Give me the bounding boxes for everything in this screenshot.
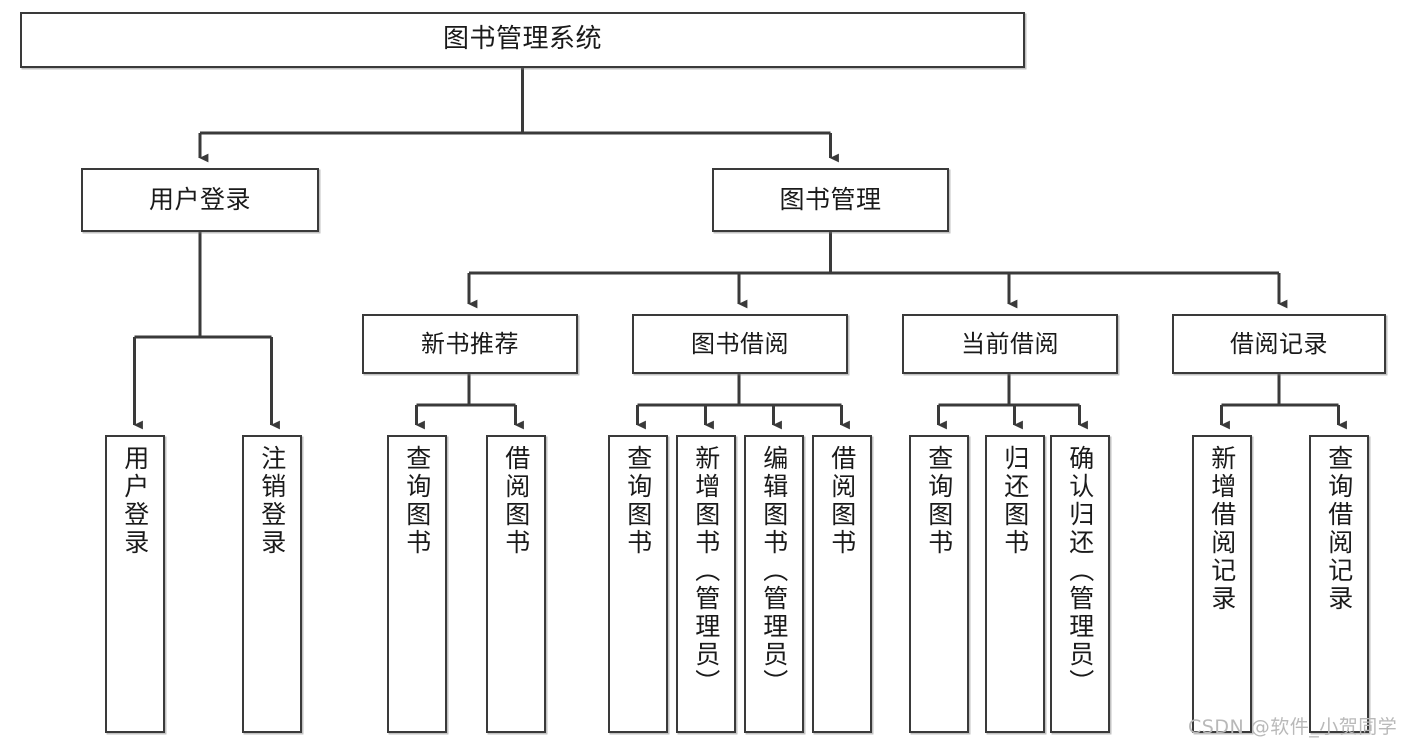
leaf-node-borrow-book-label: 借阅图书 <box>827 445 857 557</box>
leaf-node-query-book-current[interactable]: 查询图书 <box>909 435 969 733</box>
leaf-node-borrow-book-recommend-label: 借阅图书 <box>501 445 531 557</box>
leaf-node-query-book-recommend-label: 查询图书 <box>402 445 432 557</box>
node-book-borrow-label: 图书借阅 <box>691 329 789 358</box>
node-current-borrow[interactable]: 当前借阅 <box>902 314 1118 374</box>
node-borrow-record-label: 借阅记录 <box>1230 329 1328 358</box>
node-borrow-record[interactable]: 借阅记录 <box>1172 314 1386 374</box>
leaf-node-confirm-return-admin[interactable]: 确认归还（管理员） <box>1050 435 1110 733</box>
leaf-node-edit-book-admin-label: 编辑图书（管理员） <box>759 445 789 697</box>
leaf-node-query-book-recommend[interactable]: 查询图书 <box>387 435 447 733</box>
leaf-node-query-borrow-record-label: 查询借阅记录 <box>1324 445 1354 613</box>
leaf-node-user-login[interactable]: 用户登录 <box>105 435 165 733</box>
node-book-management[interactable]: 图书管理 <box>712 168 949 232</box>
node-book-management-label: 图书管理 <box>779 185 882 214</box>
leaf-node-add-book-admin[interactable]: 新增图书（管理员） <box>676 435 736 733</box>
leaf-node-return-book[interactable]: 归还图书 <box>985 435 1045 733</box>
node-new-book-recommend-label: 新书推荐 <box>421 329 519 358</box>
leaf-node-query-book-current-label: 查询图书 <box>924 445 954 557</box>
csdn-watermark: CSDN @软件_小贺同学 <box>1188 716 1398 738</box>
leaf-node-confirm-return-admin-label: 确认归还（管理员） <box>1065 445 1095 697</box>
node-root-system-label: 图书管理系统 <box>442 24 602 55</box>
leaf-node-logout-label: 注销登录 <box>257 445 287 557</box>
leaf-node-user-login-label: 用户登录 <box>120 445 150 557</box>
leaf-node-query-book-borrow[interactable]: 查询图书 <box>608 435 668 733</box>
leaf-node-query-borrow-record[interactable]: 查询借阅记录 <box>1309 435 1369 733</box>
node-new-book-recommend[interactable]: 新书推荐 <box>362 314 578 374</box>
node-user-login-label: 用户登录 <box>148 185 251 214</box>
node-current-borrow-label: 当前借阅 <box>961 329 1059 358</box>
node-user-login[interactable]: 用户登录 <box>81 168 319 232</box>
leaf-node-add-book-admin-label: 新增图书（管理员） <box>691 445 721 697</box>
leaf-node-borrow-book[interactable]: 借阅图书 <box>812 435 872 733</box>
leaf-node-add-borrow-record-label: 新增借阅记录 <box>1207 445 1237 613</box>
leaf-node-borrow-book-recommend[interactable]: 借阅图书 <box>486 435 546 733</box>
leaf-node-logout[interactable]: 注销登录 <box>242 435 302 733</box>
node-book-borrow[interactable]: 图书借阅 <box>632 314 848 374</box>
leaf-node-edit-book-admin[interactable]: 编辑图书（管理员） <box>744 435 804 733</box>
leaf-node-query-book-borrow-label: 查询图书 <box>623 445 653 557</box>
node-root-system[interactable]: 图书管理系统 <box>20 12 1025 68</box>
leaf-node-add-borrow-record[interactable]: 新增借阅记录 <box>1192 435 1252 733</box>
leaf-node-return-book-label: 归还图书 <box>1000 445 1030 557</box>
